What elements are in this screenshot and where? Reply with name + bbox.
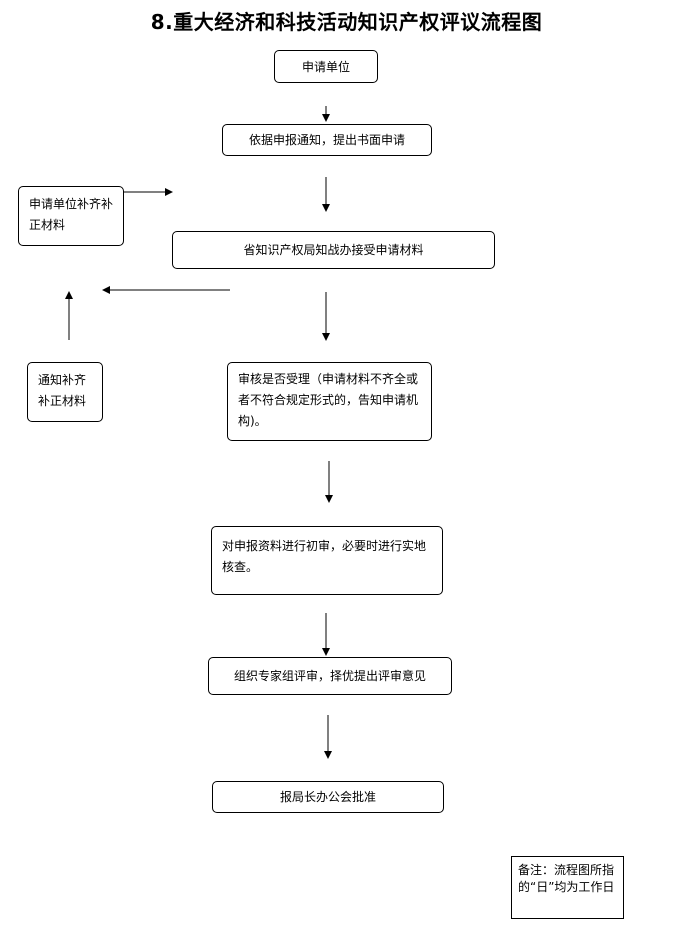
node-review-acceptance: 审核是否受理（申请材料不齐全或者不符合规定形式的，告知申请机构)。 (227, 362, 432, 441)
node-applicant: 申请单位 (274, 50, 378, 83)
node-submit-application: 依据申报通知，提出书面申请 (222, 124, 432, 156)
node-approve: 报局长办公会批准 (212, 781, 444, 813)
node-accept-materials: 省知识产权局知战办接受申请材料 (172, 231, 495, 269)
node-preliminary-review: 对申报资料进行初审，必要时进行实地核查。 (211, 526, 443, 595)
footnote-box: 备注：流程图所指的“日”均为工作日 (511, 856, 624, 919)
page-title: 8.重大经济和科技活动知识产权评议流程图 (150, 10, 543, 34)
node-notify-supplement: 通知补齐补正材料 (27, 362, 103, 422)
node-applicant-supplement: 申请单位补齐补正材料 (18, 186, 124, 246)
node-expert-review: 组织专家组评审，择优提出评审意见 (208, 657, 452, 695)
